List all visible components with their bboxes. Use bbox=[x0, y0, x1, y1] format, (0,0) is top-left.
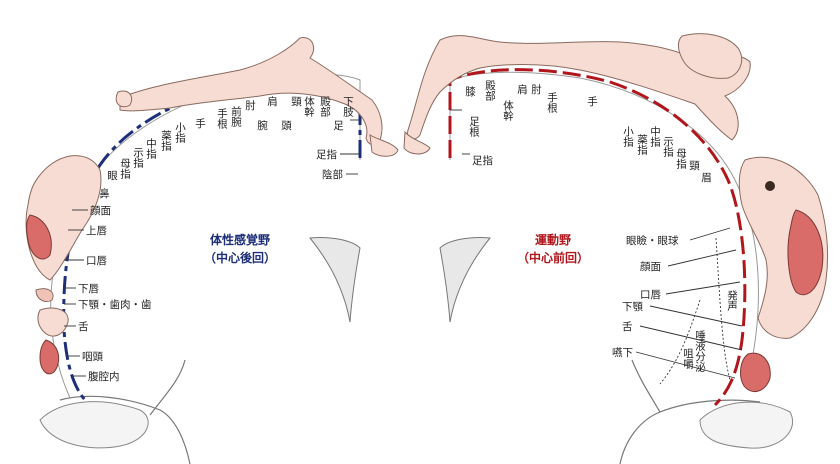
motor-labels: 足根 足指 膝 殿部 体幹 肩 肘 手根 手 小指 薬指 中指 示指 母指 頸 … bbox=[450, 80, 743, 385]
motor-label-vocal: 発声 bbox=[726, 289, 738, 312]
sensory-temporal-lobe bbox=[39, 401, 149, 449]
sensory-title: 体性感覚野 bbox=[210, 232, 270, 247]
motor-eye bbox=[765, 181, 775, 191]
motor-label-hip: 殿部 bbox=[484, 80, 496, 102]
motor-label-saliva: 唾液分泌 bbox=[694, 330, 706, 372]
sensory-face-figure bbox=[25, 155, 102, 375]
sensory-label-middle: 中指 bbox=[145, 137, 157, 160]
motor-label-hand: 手 bbox=[586, 95, 598, 107]
sensory-label-index: 示指 bbox=[132, 147, 144, 169]
sensory-label-nose: 鼻 bbox=[98, 187, 110, 199]
sensory-label-upper-lip: 上唇 bbox=[86, 225, 107, 237]
motor-label-middle: 中指 bbox=[649, 125, 661, 148]
motor-label-swallow: 嚥下 bbox=[612, 346, 633, 359]
motor-cortex-band bbox=[448, 68, 747, 407]
sensory-label-neck: 頸 bbox=[290, 96, 302, 107]
sensory-label-pharynx: 咽頭 bbox=[82, 351, 103, 363]
sensory-body-figure bbox=[115, 37, 399, 157]
motor-label-wrist: 手根 bbox=[546, 91, 558, 114]
motor-label-tongue: 舌 bbox=[622, 321, 633, 333]
motor-label-elbow: 肘 bbox=[530, 83, 542, 94]
motor-label-trunk: 体幹 bbox=[502, 100, 514, 122]
sensory-label-face: 顔面 bbox=[90, 204, 111, 217]
sensory-label-elbow: 肘 bbox=[244, 99, 256, 110]
sensory-subtitle: （中心後回） bbox=[204, 250, 276, 265]
motor-subtitle: （中心前回） bbox=[517, 250, 589, 265]
motor-label-face: 顔面 bbox=[640, 260, 661, 273]
motor-brainstem bbox=[619, 359, 761, 464]
motor-label-shoulder: 肩 bbox=[516, 83, 528, 95]
motor-label-toes: 足指 bbox=[472, 154, 493, 167]
motor-label-chew: 咀嚼 bbox=[682, 348, 694, 370]
motor-label-neck: 頸 bbox=[688, 160, 700, 171]
sensory-label-lower-lip: 下唇 bbox=[78, 283, 99, 295]
sensory-label-leg: 下肢 bbox=[342, 96, 354, 118]
sensory-label-eye: 眼 bbox=[106, 170, 118, 181]
sensory-label-hand: 手 bbox=[194, 117, 206, 129]
motor-vocal-arrow bbox=[715, 237, 731, 381]
motor-label-little: 小指 bbox=[622, 126, 634, 148]
motor-label-brow: 眉 bbox=[700, 172, 712, 183]
motor-label-ring: 薬指 bbox=[636, 134, 648, 156]
motor-body-figure bbox=[403, 33, 751, 155]
motor-label-ankle: 足根 bbox=[468, 116, 480, 138]
sensory-brainstem bbox=[59, 359, 191, 464]
motor-label-eyelid: 眼瞼・眼球 bbox=[626, 234, 679, 247]
motor-label-lips: 口唇 bbox=[640, 289, 661, 301]
sensory-label-viscera: 腹腔内 bbox=[88, 370, 120, 383]
sensory-label-thumb: 母指 bbox=[119, 158, 131, 180]
sensory-label-tongue: 舌 bbox=[78, 321, 89, 333]
motor-label-jaw: 下顎 bbox=[622, 301, 643, 313]
motor-title: 運動野 bbox=[535, 232, 571, 247]
sensory-label-head: 頭 bbox=[280, 120, 292, 131]
sensory-label-genitals: 陰部 bbox=[322, 168, 343, 181]
sensory-label-wrist: 手根 bbox=[216, 107, 228, 130]
sensory-label-ring: 薬指 bbox=[160, 130, 172, 152]
sensory-label-foot: 足 bbox=[332, 120, 344, 131]
sensory-hemisphere: 体性感覚野 （中心後回） 足指 陰部 下肢 足 殿部 体幹 頸 頭 肩 腕 肘 … bbox=[25, 37, 399, 464]
motor-hemisphere: 運動野 （中心前回） 足根 足指 膝 殿部 体幹 肩 肘 手根 手 小指 薬指 … bbox=[403, 33, 829, 464]
motor-ventricle bbox=[439, 237, 491, 323]
sensory-label-arm: 腕 bbox=[256, 119, 268, 131]
sensory-label-lips: 口唇 bbox=[86, 255, 107, 267]
sensory-label-little: 小指 bbox=[174, 122, 186, 144]
motor-temporal-lobe bbox=[699, 401, 793, 449]
sensory-label-hip: 殿部 bbox=[319, 96, 331, 118]
sensory-ventricle bbox=[309, 237, 361, 323]
motor-saliva-arrow bbox=[659, 299, 701, 385]
motor-face-figure bbox=[738, 156, 829, 393]
sensory-label-trunk: 体幹 bbox=[303, 96, 315, 118]
sensory-label-shoulder: 肩 bbox=[266, 95, 278, 107]
sensory-label-teeth: 下顎・歯肉・歯 bbox=[78, 298, 152, 311]
motor-label-index: 示指 bbox=[662, 136, 674, 158]
sensory-labels: 足指 陰部 下肢 足 殿部 体幹 頸 頭 肩 腕 肘 前腕 手根 手 小指 薬指… bbox=[64, 95, 360, 383]
motor-label-knee: 膝 bbox=[464, 85, 476, 97]
sensory-label-forearm: 前腕 bbox=[230, 105, 242, 128]
motor-label-thumb: 母指 bbox=[675, 148, 687, 170]
sensory-label-foot-toes: 足指 bbox=[316, 148, 337, 161]
